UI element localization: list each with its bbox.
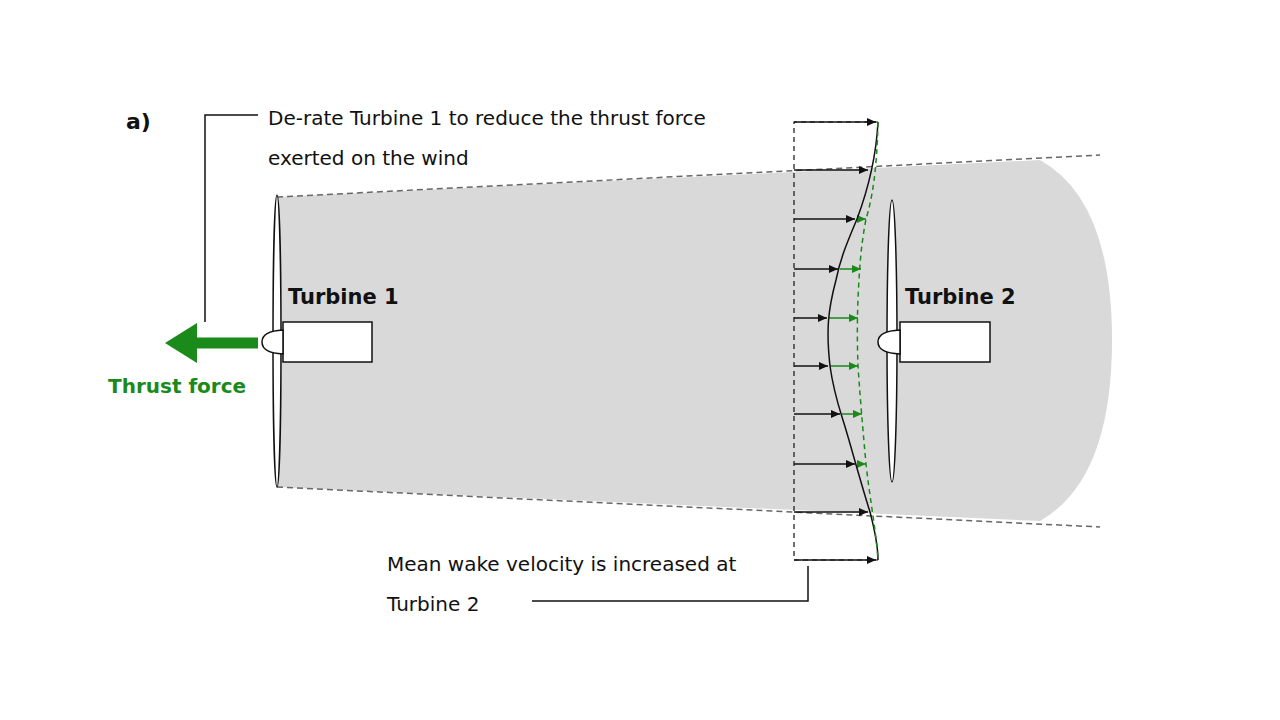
velocity-increase-arrow bbox=[842, 413, 862, 415]
profile-frame bbox=[794, 122, 878, 560]
force-label: Thrust force bbox=[108, 372, 308, 400]
velocity-arrow bbox=[794, 218, 855, 220]
nacelle bbox=[900, 322, 990, 362]
hub bbox=[878, 330, 900, 354]
velocity-arrow bbox=[794, 317, 827, 319]
increased-profile bbox=[857, 122, 878, 560]
wake-profile bbox=[828, 122, 878, 560]
velocity-arrow bbox=[794, 413, 840, 415]
velocity-arrow bbox=[794, 169, 868, 171]
velocity-arrow bbox=[794, 559, 876, 561]
velocity-increase-arrow bbox=[829, 317, 858, 319]
thrust-arrow-head bbox=[165, 323, 197, 363]
wake-region bbox=[277, 160, 1112, 521]
velocity-increase-arrow bbox=[840, 268, 861, 270]
wake-boundary bbox=[277, 487, 1100, 527]
velocity-arrow bbox=[794, 365, 828, 367]
turbine-label: Turbine 1 bbox=[288, 283, 448, 311]
annotation: De-rate Turbine 1 to reduce the thrust f… bbox=[268, 98, 738, 178]
panel-letter: a) bbox=[126, 108, 186, 136]
thrust-arrow bbox=[195, 338, 258, 349]
velocity-arrow bbox=[794, 511, 868, 513]
velocity-arrow bbox=[794, 121, 876, 123]
hub bbox=[262, 330, 283, 354]
velocity-increase-arrow bbox=[857, 218, 866, 220]
velocity-increase-arrow bbox=[857, 463, 866, 465]
leader-line bbox=[205, 115, 258, 322]
velocity-profile bbox=[794, 122, 876, 560]
velocity-arrow bbox=[794, 463, 855, 465]
nacelle bbox=[283, 322, 372, 362]
annotation: Mean wake velocity is increased at Turbi… bbox=[387, 544, 787, 624]
turbine-label: Turbine 2 bbox=[905, 283, 1065, 311]
velocity-increase-arrow bbox=[830, 365, 858, 367]
velocity-arrow bbox=[794, 268, 838, 270]
